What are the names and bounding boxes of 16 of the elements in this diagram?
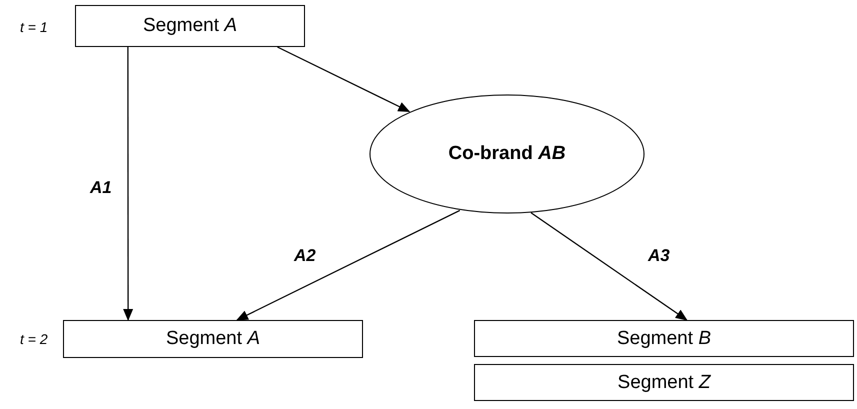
time-label: t = 2 bbox=[20, 331, 48, 347]
arrow bbox=[123, 47, 134, 321]
node-label: Segment A bbox=[166, 328, 260, 350]
process-box bbox=[75, 5, 305, 47]
process-box bbox=[474, 320, 854, 357]
node-label: Segment B bbox=[616, 328, 711, 350]
process-box bbox=[474, 364, 854, 401]
node-label: Co-brand AB bbox=[448, 143, 566, 165]
node-label: Segment Z bbox=[618, 372, 710, 394]
ellipse-node bbox=[369, 94, 645, 214]
time-label: t = 1 bbox=[20, 19, 48, 35]
arrow bbox=[530, 212, 688, 321]
arrow bbox=[277, 46, 410, 112]
process-box bbox=[63, 320, 363, 358]
arrow bbox=[236, 210, 460, 321]
node-label: Segment A bbox=[142, 15, 237, 37]
